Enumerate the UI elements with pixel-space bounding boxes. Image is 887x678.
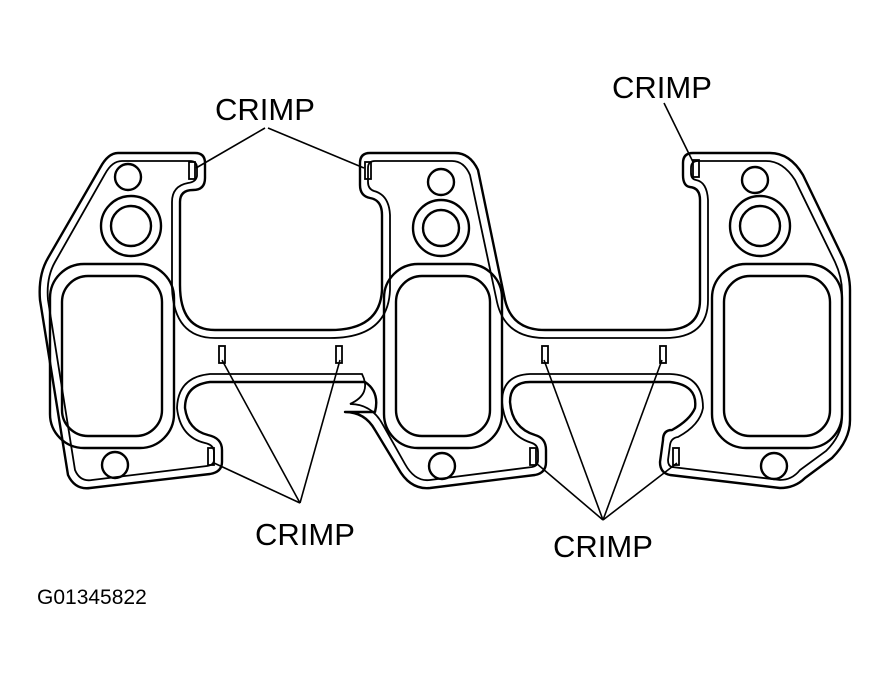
port-left-outer <box>48 262 176 450</box>
leader-bottom-left-a <box>221 359 301 504</box>
callout-crimp-top-right: CRIMP <box>612 70 712 105</box>
bolt-holes <box>99 162 792 481</box>
stud-top-right-outer <box>728 194 792 258</box>
stud-top-right-inner <box>738 204 782 248</box>
crimp-tab-top-2 <box>364 161 372 180</box>
crimp-tab-mid-1 <box>218 345 226 364</box>
leader-bottom-left-c <box>213 462 301 504</box>
gasket-outer-outline <box>38 151 852 490</box>
crimp-tab-bottom-1 <box>207 447 215 466</box>
stud-top-center-inner <box>421 208 461 248</box>
crimp-tab-top-3 <box>692 159 700 178</box>
crimp-tab-mid-4 <box>659 345 667 364</box>
port-right-inner <box>722 274 832 438</box>
port-center-inner <box>394 274 492 438</box>
hole-bottom-center <box>427 451 457 481</box>
exhaust-ports <box>48 262 844 450</box>
crimp-tab-top-1 <box>188 161 196 180</box>
gasket-inner-outline <box>46 160 843 482</box>
port-left-inner <box>60 274 164 438</box>
crimp-tab-mid-2 <box>335 345 343 364</box>
leader-top-left-b <box>267 127 365 169</box>
crimp-tabs <box>188 159 700 466</box>
hole-top-left-small <box>113 162 143 192</box>
gasket-plate <box>38 151 852 490</box>
port-right-outer <box>710 262 844 450</box>
figure-id: G01345822 <box>37 586 147 609</box>
leader-bottom-left-b <box>299 359 341 504</box>
hole-top-right-small <box>740 165 770 195</box>
hole-bottom-left <box>100 450 130 480</box>
leader-bottom-right-a <box>543 359 604 521</box>
crimp-tab-bottom-3 <box>672 447 680 466</box>
leader-top-right <box>663 102 694 163</box>
stud-top-left-outer <box>99 194 163 258</box>
crimp-tab-bottom-2 <box>529 447 537 466</box>
callout-crimp-top-left: CRIMP <box>215 92 315 127</box>
hole-top-center-small <box>426 167 456 197</box>
callout-crimp-bottom-right: CRIMP <box>553 529 653 564</box>
callout-crimp-bottom-left: CRIMP <box>255 517 355 552</box>
hole-bottom-right <box>759 451 789 481</box>
leader-bottom-right-b <box>602 359 663 521</box>
leader-lines <box>195 102 694 521</box>
leader-bottom-right-c <box>535 462 604 521</box>
leader-bottom-right-d <box>602 462 678 521</box>
port-center-outer <box>382 262 504 450</box>
leader-top-left-a <box>195 127 266 169</box>
stud-top-center-outer <box>411 198 471 258</box>
stud-top-left-inner <box>109 204 153 248</box>
